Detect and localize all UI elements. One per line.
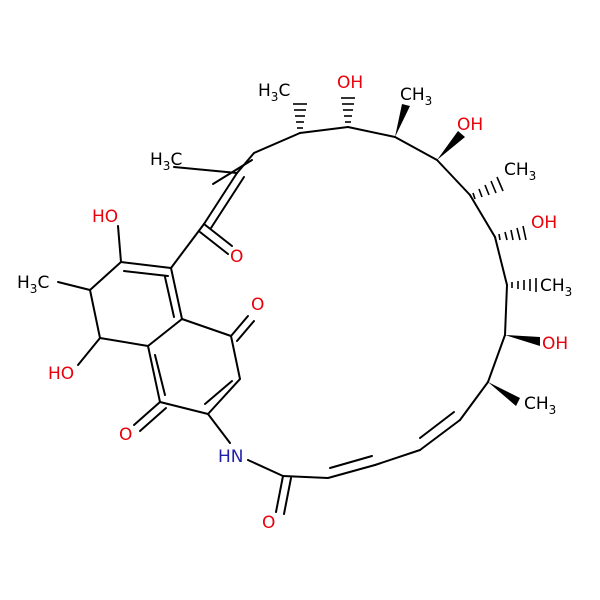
amide-oxygen-label: O <box>262 513 275 533</box>
methyl-label-right-top: CH3 <box>400 85 432 108</box>
methyl-label-right-bottom: CH3 <box>524 394 556 417</box>
hashed-bond-oh-right-mid <box>498 225 527 241</box>
methyl-label-right-low: CH3 <box>540 276 572 299</box>
hydroxyl-label-top: OH <box>337 73 363 93</box>
hydroxyl-label-right-mid: OH <box>531 213 557 233</box>
methyl-label-alkene: H3C <box>150 150 182 173</box>
hashed-bond-oh-top <box>341 97 355 123</box>
wedge-bond-oh-right-top <box>437 131 465 160</box>
hydroxyl-label-right-low: OH <box>542 334 568 354</box>
hashed-bond-ch3-right-low <box>511 278 537 292</box>
methyl-label-top: H3C <box>258 81 290 104</box>
hydroxyl-label-right-top: OH <box>457 115 483 135</box>
wedge-bond-oh-right-low <box>505 335 540 346</box>
ketone-oxygen-label: O <box>230 247 243 267</box>
stereo-layer <box>293 97 540 406</box>
wedge-bond-ch3-right-top <box>395 104 410 137</box>
bond-layer <box>57 126 508 515</box>
hashed-bond-ch3-top <box>293 103 307 129</box>
hydroxyl-label-ring-bottom: HO <box>48 364 74 384</box>
quinone-oxygen-label-top: O <box>251 295 264 315</box>
quinone-oxygen-label-bottom: O <box>119 425 132 445</box>
hashed-bond-ch3-right-mid <box>472 176 504 200</box>
wedge-bond-ch3-right-bottom <box>488 382 520 406</box>
hydroxyl-label-ring-top: HO <box>92 207 118 227</box>
amide-nh-label: HN <box>218 447 244 467</box>
methyl-label-right-mid: CH3 <box>504 160 536 183</box>
label-layer: H3C OH CH3 OH CH3 OH CH3 OH CH3 H3C O <box>17 73 572 533</box>
methyl-label-ring: H3C <box>17 273 49 296</box>
